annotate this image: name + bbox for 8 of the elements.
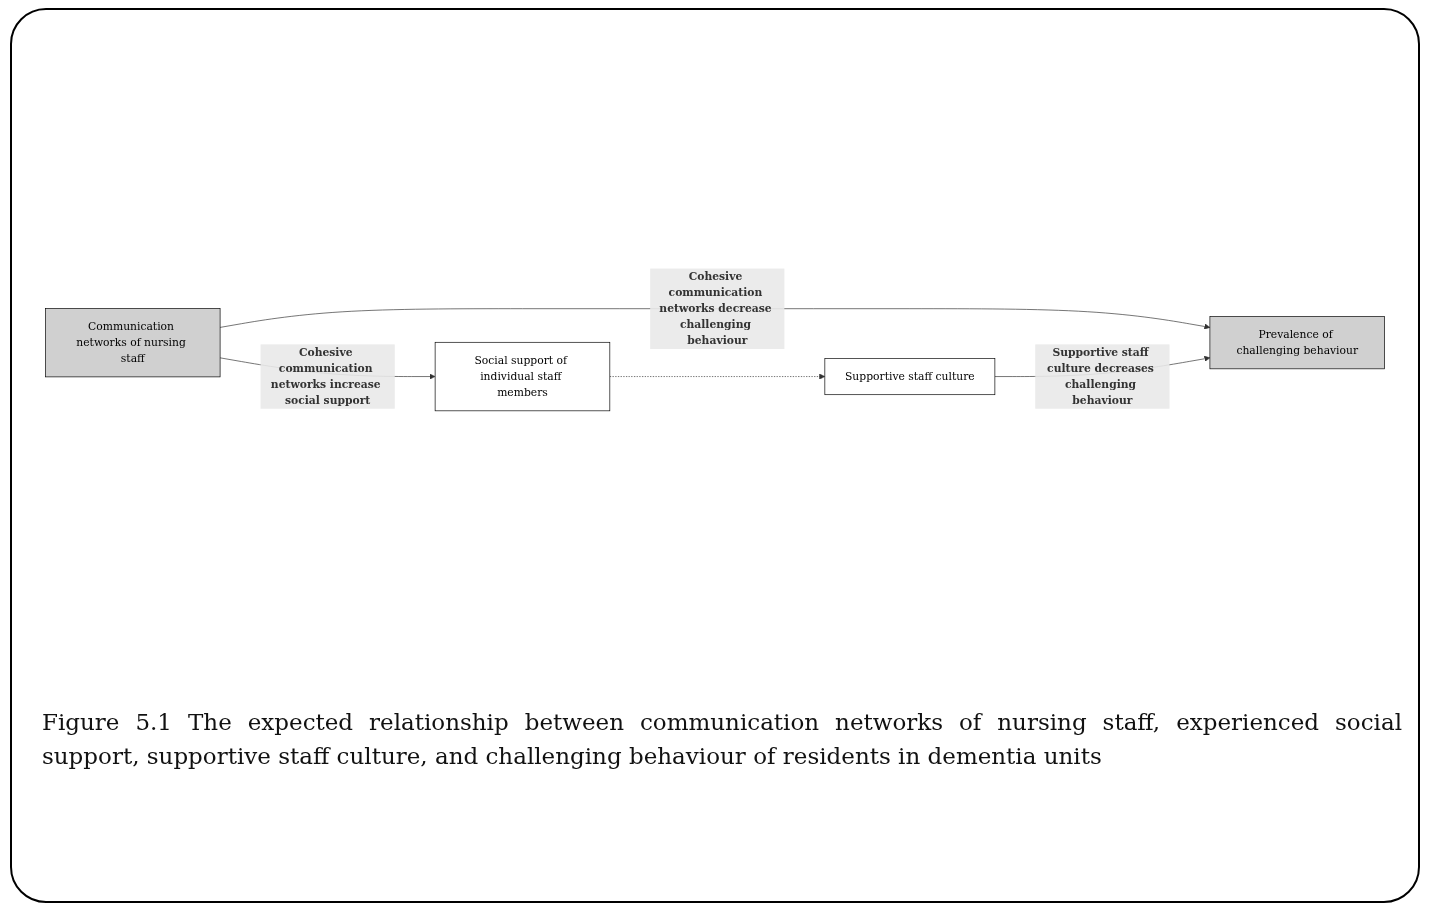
edge-label: Supportive staff culture decreases challenging behaviour: [1047, 346, 1154, 408]
node-box: Supportive staff culture: [824, 358, 996, 396]
node-box: Prevalence of challenging behaviour: [1209, 316, 1385, 370]
edge-label: Cohesive communication networks decrease challenging behaviour: [659, 270, 772, 348]
node-box: Communication networks of nursing staff: [45, 308, 221, 378]
edge-label: Cohesive communication networks increase social support: [270, 346, 381, 408]
node-box: Social support of individual staff members: [434, 342, 611, 412]
figure-caption: Figure 5.1 The expected relationship between communication networks of nursing staff, experienced social support, supportive staff culture, and challenging behaviour of residents in dementia units: [42, 708, 1402, 771]
